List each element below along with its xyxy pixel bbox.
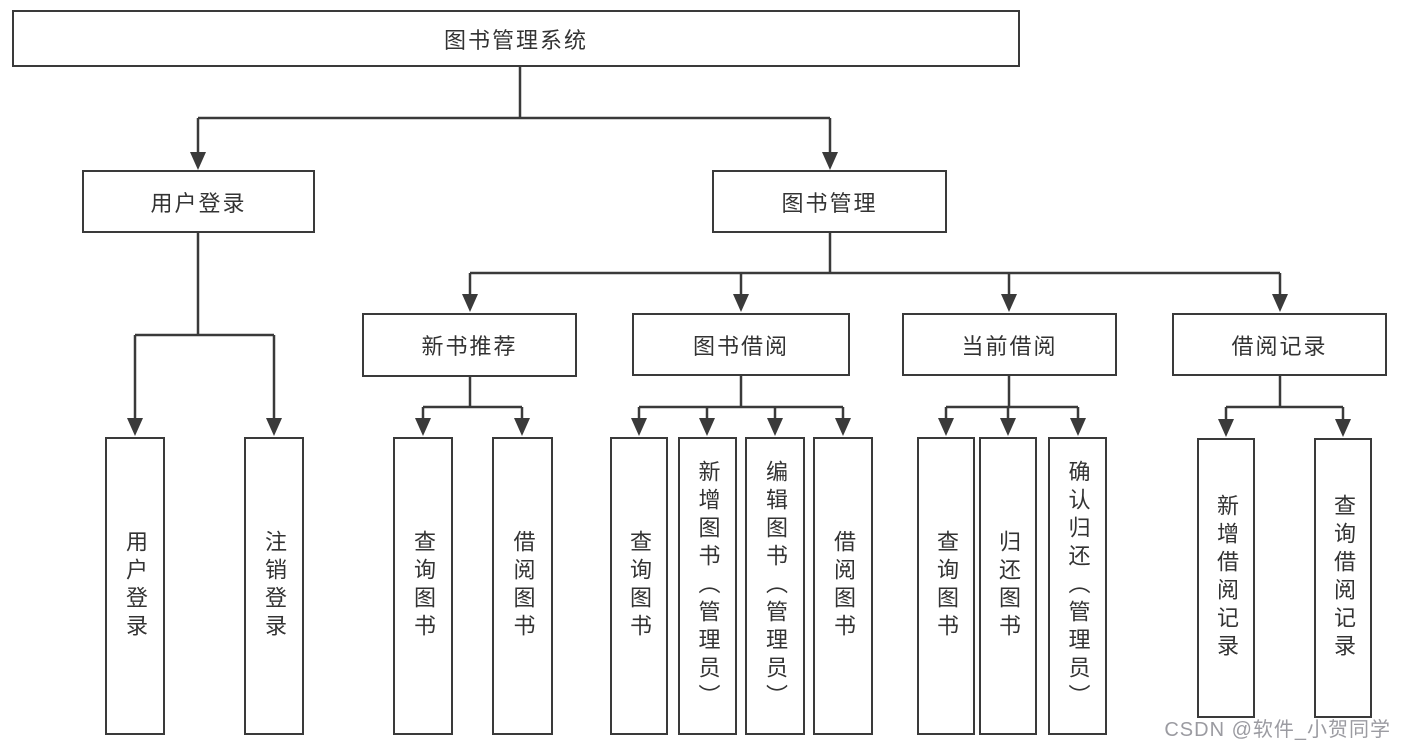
node-root-library-system: 图书管理系统 <box>12 10 1020 67</box>
node-current-borrowing: 当前借阅 <box>902 313 1117 376</box>
leaf-add-borrow-record: 新增借阅记录 <box>1197 438 1255 718</box>
leaf-query-borrow-record: 查询借阅记录 <box>1314 438 1372 718</box>
leaf-confirm-return-admin: 确认归还（管理员） <box>1048 437 1107 735</box>
node-book-borrowing: 图书借阅 <box>632 313 850 376</box>
watermark: CSDN @软件_小贺同学 <box>1164 719 1391 741</box>
leaf-user-login: 用户登录 <box>105 437 165 735</box>
leaf-logout: 注销登录 <box>244 437 304 735</box>
node-new-book-recommendation: 新书推荐 <box>362 313 577 377</box>
leaf-query-books-recommend: 查询图书 <box>393 437 453 735</box>
leaf-borrow-books: 借阅图书 <box>813 437 873 735</box>
leaf-edit-books-admin: 编辑图书（管理员） <box>745 437 805 735</box>
arrowheads <box>127 152 1351 437</box>
node-borrowing-records: 借阅记录 <box>1172 313 1387 376</box>
leaf-query-books-current: 查询图书 <box>917 437 975 735</box>
node-book-management: 图书管理 <box>712 170 947 233</box>
leaf-query-books-borrow: 查询图书 <box>610 437 668 735</box>
leaf-add-books-admin: 新增图书（管理员） <box>678 437 737 735</box>
node-user-login: 用户登录 <box>82 170 315 233</box>
leaf-return-books: 归还图书 <box>979 437 1037 735</box>
leaf-borrow-books-recommend: 借阅图书 <box>492 437 553 735</box>
connector-path <box>133 67 1345 425</box>
